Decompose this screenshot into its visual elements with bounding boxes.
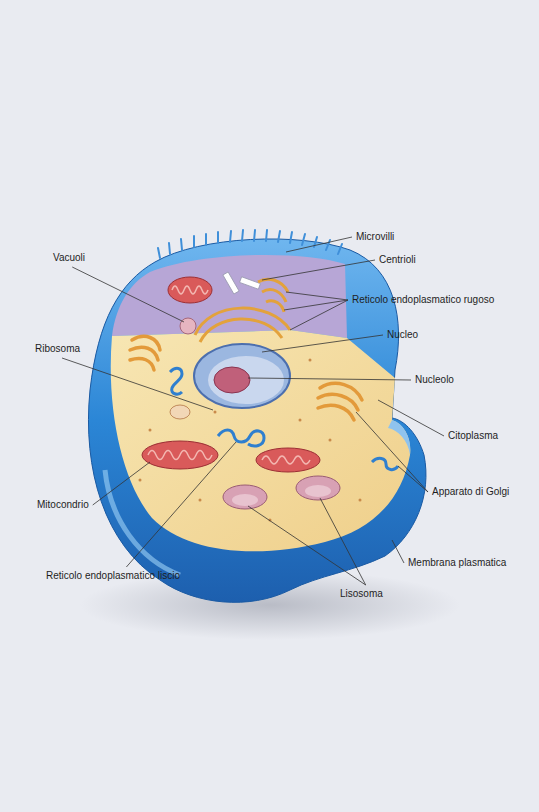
part-label: Ribosoma [35,343,80,355]
part-label: Mitocondrio [37,499,89,511]
part-label: Nucleolo [415,374,454,386]
leader-line [356,412,428,492]
part-label: Membrana plasmatica [408,557,506,569]
leader-line [290,300,348,330]
leader-line [392,540,404,563]
part-label: Nucleo [387,329,418,341]
leader-line [72,267,184,322]
leader-line [286,292,348,300]
leader-line [262,260,375,280]
part-label: Apparato di Golgi [432,486,509,498]
part-label: Citoplasma [448,430,498,442]
leader-line [378,400,444,436]
part-label: Centrioli [379,254,416,266]
leader-line [286,237,352,252]
part-label: Reticolo endoplasmatico rugoso [352,294,494,306]
part-label: Microvilli [356,231,394,243]
leader-line [262,335,383,352]
part-label: Lisosoma [340,588,383,600]
leader-line [398,466,428,492]
leader-line [93,462,150,505]
leader-line [62,358,213,410]
part-label: Vacuoli [53,252,85,264]
leader-line [248,506,366,585]
leader-line [126,442,236,567]
leader-line [320,498,366,585]
leader-line [248,378,411,380]
part-label: Reticolo endoplasmatico liscio [46,570,180,582]
